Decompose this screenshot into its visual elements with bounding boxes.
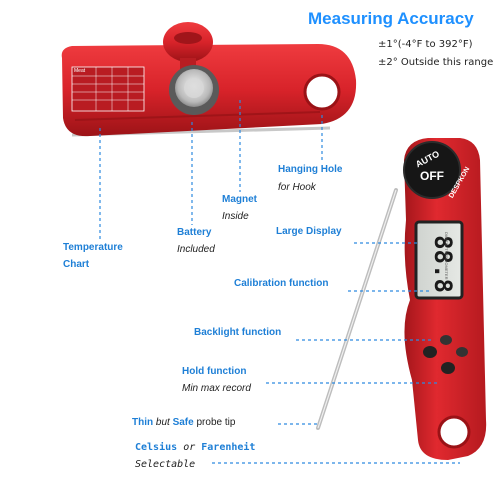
leader-lines (99, 100, 460, 464)
folded-thermometer (61, 22, 357, 137)
lcd-display (414, 220, 464, 300)
bottom-hanging-hole (437, 415, 471, 449)
temperature-chart-label-1: Temperature (63, 242, 123, 253)
off-label: OFF (420, 169, 444, 183)
accuracy-line-2: ±2° Outside this range (378, 57, 494, 68)
min-max-button (441, 362, 455, 374)
hanging-hole-label: Hanging Hole (278, 164, 343, 175)
large-display-label: Large Display (276, 226, 342, 237)
calibration-label: Calibration function (234, 278, 329, 289)
lcd-side-label: DIGITAL THERMOMETER (444, 232, 449, 280)
probe-tip-label-but: but (155, 417, 170, 428)
probe-tip-label-safe: Safe (172, 417, 194, 428)
hold-button (423, 346, 437, 358)
auto-off-dial (404, 142, 460, 198)
probe-tip-label-thin: Thin (132, 417, 154, 428)
units-sublabel: Selectable (135, 459, 196, 470)
hanging-hole-sublabel: for Hook (278, 182, 316, 193)
backlight-button (440, 335, 452, 345)
page-title: Measuring Accuracy (308, 9, 474, 28)
probe-tip-label: Thin but Safe probe tip (132, 418, 235, 428)
hold-label: Hold function (182, 366, 247, 377)
open-thermometer (316, 138, 487, 460)
units-label-farenheit: Farenheit (201, 442, 256, 453)
unit-button (456, 347, 468, 357)
units-label: Celsius or Farenheit (135, 443, 255, 453)
probe-tip-label-rest: probe tip (196, 417, 236, 428)
temperature-chart-label-2: Chart (63, 259, 90, 270)
units-label-celsius: Celsius (135, 442, 178, 453)
lcd-reading: 88.8 (428, 235, 457, 293)
accuracy-line-1: ±1°(-4°F to 392°F) (378, 39, 473, 50)
magnet-label: Magnet (222, 194, 257, 205)
hold-sublabel: Min max record (182, 383, 251, 394)
battery-label: Battery (177, 227, 212, 238)
chart-header: Meat (74, 68, 86, 74)
battery-sublabel: Included (177, 244, 215, 255)
hanging-hole (303, 73, 341, 111)
backlight-label: Backlight function (194, 327, 282, 338)
temperature-chart-sticker (71, 66, 145, 112)
units-label-or: or (183, 442, 196, 453)
magnet-sublabel: Inside (222, 211, 249, 222)
